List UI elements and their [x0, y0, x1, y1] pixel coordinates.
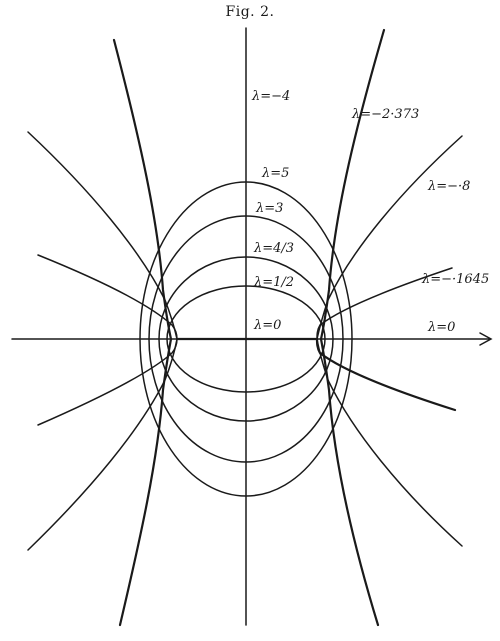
label-lambda-neg-4: λ=−4 [251, 89, 290, 104]
curve-lambda-neg-01645-right-lower [315, 337, 457, 412]
label-lambda-neg-08: λ=−·8 [427, 179, 470, 194]
curve-lambda-neg-08-left-lower [27, 338, 178, 551]
figure-title: Fig. 2. [225, 4, 275, 20]
label-lambda-half: λ=1/2 [253, 275, 294, 290]
curve-lambda-neg-08-right-lower [316, 338, 463, 547]
label-lambda-5: λ=5 [261, 166, 289, 181]
curve-lambda-neg-01645-right-upper [316, 267, 453, 340]
curve-lambda-neg-01645-left-lower [37, 338, 178, 426]
axis-arrowhead [479, 332, 493, 346]
oval-lambda-3 [148, 215, 344, 463]
curve-lambda-neg-08-left-upper [27, 131, 178, 340]
oval-lambda-half [166, 285, 326, 393]
label-lambda-0-axis: λ=0 [427, 320, 455, 335]
curve-lambda-neg-01645-left-upper [37, 254, 178, 340]
oval-lambda-5 [139, 181, 353, 497]
curve-lambda-neg-2373-right [319, 28, 386, 627]
label-lambda-4-3: λ=4/3 [253, 241, 294, 256]
curve-lambda-neg-2373-left [112, 38, 173, 627]
label-lambda-0-center: λ=0 [253, 318, 281, 333]
curve-lambda-neg-08-right-upper [316, 135, 463, 340]
label-lambda-3: λ=3 [255, 201, 283, 216]
oval-lambda-4-3 [158, 256, 334, 422]
label-lambda-neg-01645: λ=−·1645 [421, 272, 489, 287]
label-lambda-neg-2373: λ=−2·373 [351, 107, 419, 122]
